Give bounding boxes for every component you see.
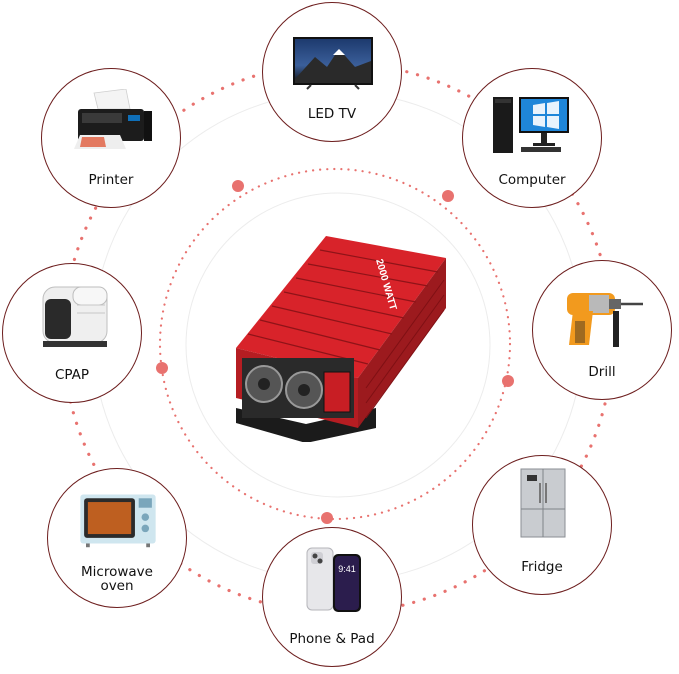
device-node-drill: Drill bbox=[532, 260, 672, 400]
device-node-microwave: Microwave oven bbox=[47, 468, 187, 608]
device-node-printer: Printer bbox=[41, 68, 181, 208]
printer-icon bbox=[74, 89, 152, 149]
microwave-icon bbox=[80, 494, 156, 548]
led-tv-icon bbox=[293, 37, 373, 90]
device-label: Printer bbox=[88, 172, 134, 188]
device-label: Computer bbox=[498, 172, 566, 188]
inner-thin-ring bbox=[185, 192, 491, 498]
accent-dot bbox=[321, 512, 333, 524]
svg-text:9:41: 9:41 bbox=[338, 564, 356, 574]
device-node-fridge: Fridge bbox=[472, 455, 612, 595]
device-node-phone-pad: 9:41 Phone & Pad bbox=[262, 527, 402, 667]
device-node-cpap: CPAP bbox=[2, 263, 142, 403]
accent-dot bbox=[442, 190, 454, 202]
drill-icon bbox=[567, 293, 643, 347]
inner-dotted-ring bbox=[158, 167, 512, 521]
device-label: LED TV bbox=[307, 106, 357, 122]
accent-dot bbox=[156, 362, 168, 374]
device-label: Drill bbox=[588, 364, 616, 380]
computer-icon bbox=[493, 97, 569, 153]
accent-dot bbox=[232, 180, 244, 192]
cpap-icon bbox=[42, 286, 108, 347]
accent-dot bbox=[502, 375, 514, 387]
device-label: Fridge bbox=[521, 559, 563, 575]
device-node-computer: Computer bbox=[462, 68, 602, 208]
device-label: Phone & Pad bbox=[289, 631, 375, 647]
device-label: Microwave oven bbox=[81, 564, 153, 594]
device-node-led-tv: LED TV bbox=[262, 2, 402, 142]
power-inverter-image: 2000 WATT bbox=[236, 236, 446, 442]
phone-pad-icon: 9:41 bbox=[306, 547, 361, 612]
fridge-icon bbox=[520, 468, 566, 538]
device-label: CPAP bbox=[54, 367, 90, 383]
